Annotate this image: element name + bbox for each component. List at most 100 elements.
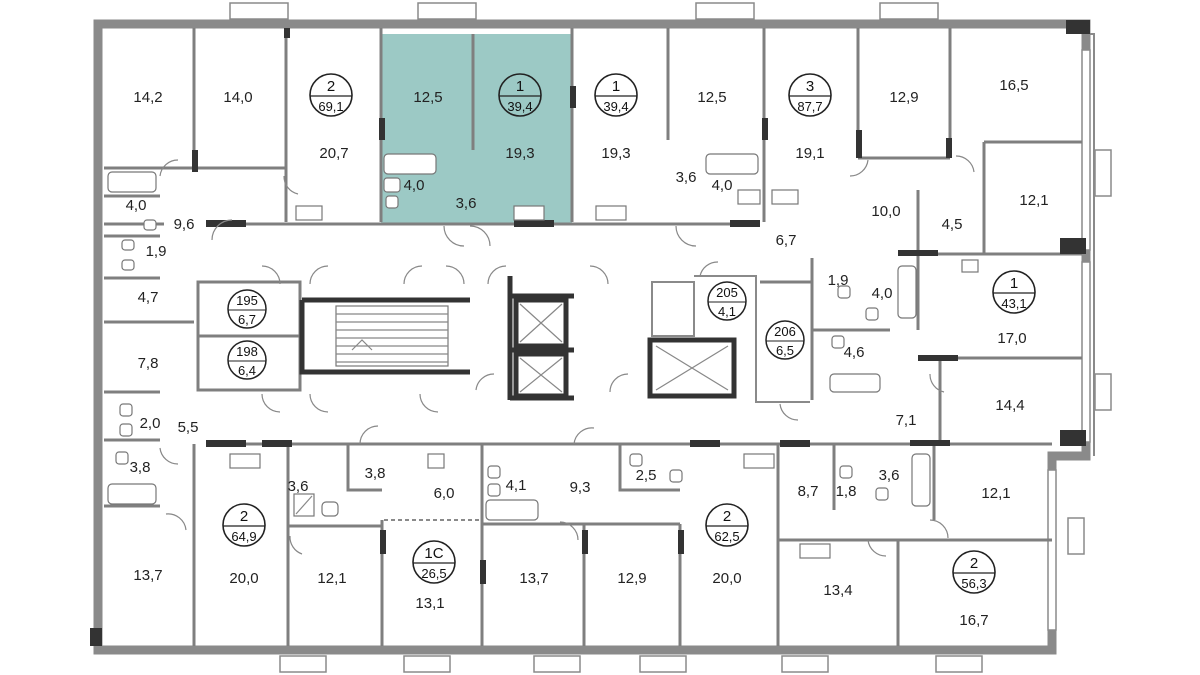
room-area: 12,1 bbox=[981, 485, 1010, 502]
room-area: 13,7 bbox=[519, 570, 548, 587]
apartment-badge[interactable]: 256,3 bbox=[952, 550, 996, 594]
storage-circle bbox=[227, 289, 267, 329]
storage-area: 6,5 bbox=[776, 343, 794, 358]
apartment-area: 87,7 bbox=[797, 99, 822, 114]
apartment-rooms: 1С bbox=[424, 545, 443, 562]
room-area: 19,1 bbox=[795, 145, 824, 162]
room-area: 19,3 bbox=[601, 145, 630, 162]
storage-number: 206 bbox=[774, 324, 796, 339]
apartment-badges: 269,1139,4139,4387,7143,1264,91С26,5262,… bbox=[222, 73, 1036, 594]
apartment-area: 43,1 bbox=[1001, 296, 1026, 311]
room-area: 3,6 bbox=[879, 467, 900, 484]
building-core bbox=[299, 275, 810, 403]
room-area: 4,0 bbox=[712, 177, 733, 194]
room-area: 12,5 bbox=[697, 89, 726, 106]
badge-circle bbox=[992, 270, 1036, 314]
apartment-badge[interactable]: 269,1 bbox=[309, 73, 353, 117]
apartment-badge[interactable]: 264,9 bbox=[222, 503, 266, 547]
highlighted-apartment[interactable] bbox=[381, 34, 572, 223]
room-area: 1,9 bbox=[146, 243, 167, 260]
badge-circle bbox=[594, 73, 638, 117]
room-area: 12,1 bbox=[317, 570, 346, 587]
room-area: 20,0 bbox=[229, 570, 258, 587]
apartment-badge[interactable]: 387,7 bbox=[788, 73, 832, 117]
storage-circle bbox=[765, 320, 805, 360]
room-area: 20,7 bbox=[319, 145, 348, 162]
windows bbox=[229, 2, 1112, 673]
room-area: 16,7 bbox=[959, 612, 988, 629]
room-area: 2,0 bbox=[140, 415, 161, 432]
room-area: 4,7 bbox=[138, 289, 159, 306]
room-area: 9,6 bbox=[174, 216, 195, 233]
apartment-rooms: 2 bbox=[327, 78, 335, 95]
structural-columns bbox=[90, 20, 1090, 646]
apartment-area: 39,4 bbox=[507, 99, 532, 114]
room-area: 3,6 bbox=[456, 195, 477, 212]
room-area: 2,5 bbox=[636, 467, 657, 484]
room-area: 13,1 bbox=[415, 595, 444, 612]
room-area: 12,9 bbox=[617, 570, 646, 587]
room-area: 4,6 bbox=[844, 344, 865, 361]
apartment-badge[interactable]: 139,4 bbox=[498, 73, 542, 117]
room-area: 14,4 bbox=[995, 397, 1024, 414]
badge-circle bbox=[952, 550, 996, 594]
storage-number: 198 bbox=[236, 344, 258, 359]
room-area: 17,0 bbox=[997, 330, 1026, 347]
room-area: 9,3 bbox=[570, 479, 591, 496]
room-area: 12,9 bbox=[889, 89, 918, 106]
apartment-rooms: 2 bbox=[723, 508, 731, 525]
badge-circle bbox=[412, 540, 456, 584]
storage-number: 195 bbox=[236, 293, 258, 308]
room-area: 6,0 bbox=[434, 485, 455, 502]
apartment-badge[interactable]: 262,5 bbox=[705, 503, 749, 547]
apartment-badge[interactable]: 139,4 bbox=[594, 73, 638, 117]
interior-walls bbox=[104, 28, 1082, 646]
room-area: 13,4 bbox=[823, 582, 852, 599]
storage-circle bbox=[227, 340, 267, 380]
room-area: 20,0 bbox=[712, 570, 741, 587]
room-area: 6,7 bbox=[776, 232, 797, 249]
room-area: 4,0 bbox=[404, 177, 425, 194]
badge-circle bbox=[309, 73, 353, 117]
bathroom-fixtures bbox=[107, 153, 979, 559]
apartment-area: 39,4 bbox=[603, 99, 628, 114]
storage-area: 4,1 bbox=[718, 304, 736, 319]
room-area: 10,0 bbox=[871, 203, 900, 220]
apartment-badge[interactable]: 143,1 bbox=[992, 270, 1036, 314]
staircase bbox=[335, 305, 449, 367]
apartment-area: 56,3 bbox=[961, 576, 986, 591]
room-area: 8,7 bbox=[798, 483, 819, 500]
badge-circle bbox=[788, 73, 832, 117]
storage-area: 6,4 bbox=[238, 363, 256, 378]
room-area: 4,0 bbox=[126, 197, 147, 214]
room-area: 13,7 bbox=[133, 567, 162, 584]
apartment-rooms: 1 bbox=[612, 78, 620, 95]
room-area: 1,8 bbox=[836, 483, 857, 500]
door-swings bbox=[159, 155, 975, 557]
room-area: 4,1 bbox=[506, 477, 527, 494]
apartment-rooms: 2 bbox=[240, 508, 248, 525]
apartment-area: 64,9 bbox=[231, 529, 256, 544]
apartment-area: 69,1 bbox=[318, 99, 343, 114]
apartment-area: 62,5 bbox=[714, 529, 739, 544]
badge-circle bbox=[705, 503, 749, 547]
room-area: 14,0 bbox=[223, 89, 252, 106]
badge-circle bbox=[498, 73, 542, 117]
room-area: 1,9 bbox=[828, 272, 849, 289]
room-area: 3,6 bbox=[288, 478, 309, 495]
room-area: 4,5 bbox=[942, 216, 963, 233]
apartment-rooms: 1 bbox=[1010, 275, 1018, 292]
badge-circle bbox=[222, 503, 266, 547]
room-area: 14,2 bbox=[133, 89, 162, 106]
room-area: 12,1 bbox=[1019, 192, 1048, 209]
storage-number: 205 bbox=[716, 285, 738, 300]
room-area: 19,3 bbox=[505, 145, 534, 162]
apartment-rooms: 1 bbox=[516, 78, 524, 95]
